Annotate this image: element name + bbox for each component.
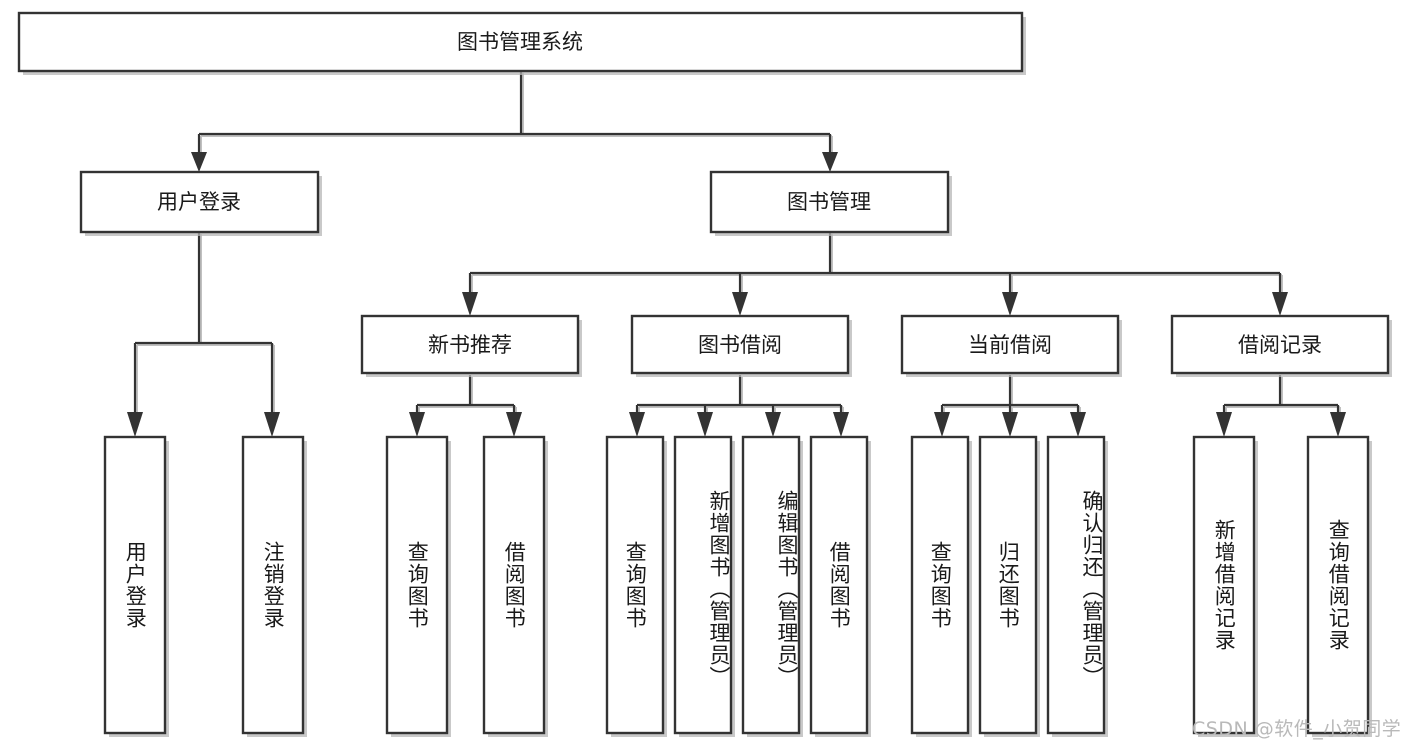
csdn-watermark: CSDN @软件_小贺同学 [1192,718,1402,740]
leaf-node-query-borrow-record[interactable] [1306,435,1372,737]
node-borrow-record-label: 借阅记录 [1238,333,1322,357]
leaf-node-return-book[interactable] [978,435,1040,737]
connector-group-root-to-level2 [191,71,838,172]
leaf-node-user-login-action[interactable] [103,435,169,737]
leaf-node-add-borrow-record[interactable] [1192,435,1258,737]
connector-group-userlogin-to-leaves [127,232,280,437]
node-root-system[interactable]: 图书管理系统 [17,11,1026,75]
leaf-node-query-book-borrow[interactable] [605,435,667,737]
leaf-node-borrow-book-action[interactable] [809,435,871,737]
node-book-management[interactable]: 图书管理 [709,170,952,236]
connector-group-currentborrow-to-leaves [934,375,1086,437]
connector-group-bookmgmt-to-level3 [462,232,1288,316]
node-book-borrow-label: 图书借阅 [698,333,782,357]
node-user-login-label: 用户登录 [157,190,241,214]
connector-group-bookborrow-to-leaves [629,375,849,437]
node-book-management-label: 图书管理 [787,190,871,214]
connector-group-newbook-to-leaves [409,375,522,437]
leaf-node-add-book-admin[interactable] [673,435,735,737]
node-user-login[interactable]: 用户登录 [79,170,322,236]
leaf-node-borrow-book-recommend[interactable] [482,435,548,737]
leaf-node-query-book-current[interactable] [910,435,972,737]
leaf-node-logout[interactable] [241,435,307,737]
node-borrow-record[interactable]: 借阅记录 [1170,314,1392,377]
node-new-book-recommend-label: 新书推荐 [428,333,512,357]
node-current-borrow[interactable]: 当前借阅 [900,314,1122,377]
node-book-borrow[interactable]: 图书借阅 [630,314,852,377]
node-root-label: 图书管理系统 [457,30,583,54]
leaf-node-confirm-return-admin[interactable] [1046,435,1108,737]
connector-group-borrowrecord-to-leaves [1216,375,1346,437]
leaf-node-edit-book-admin[interactable] [741,435,803,737]
node-current-borrow-label: 当前借阅 [968,333,1052,357]
node-new-book-recommend[interactable]: 新书推荐 [360,314,582,377]
leaf-node-query-book-recommend[interactable] [385,435,451,737]
